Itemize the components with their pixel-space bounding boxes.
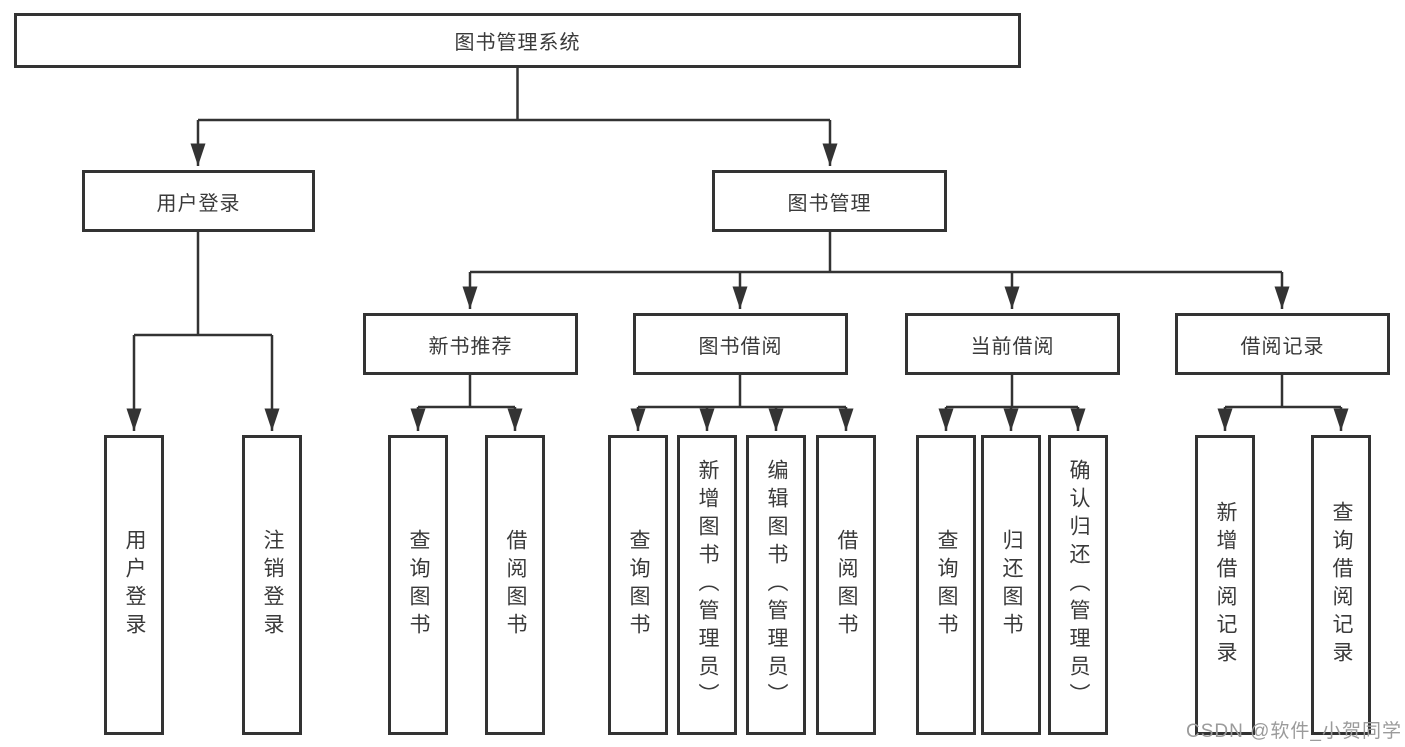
leaf-query-books-current: 查询图书 xyxy=(916,435,976,735)
leaf-label: 用户登录 xyxy=(123,529,146,641)
leaf-label: 查询图书 xyxy=(407,529,430,641)
connector-current-stem xyxy=(946,375,1078,409)
leaf-query-borrow-record: 查询借阅记录 xyxy=(1311,435,1371,735)
node-new-book-recommend: 新书推荐 xyxy=(363,313,578,375)
node-label: 图书管理系统 xyxy=(454,32,581,54)
leaf-label: 归还图书 xyxy=(1000,529,1023,641)
leaf-borrow-books-recommend: 借阅图书 xyxy=(485,435,545,735)
connector-records-stem xyxy=(1225,375,1341,409)
node-user-login: 用户登录 xyxy=(82,170,315,232)
leaf-confirm-return-admin: 确认归还（管理员） xyxy=(1048,435,1108,735)
node-label: 用户登录 xyxy=(156,192,241,215)
node-book-management: 图书管理 xyxy=(712,170,947,232)
leaf-label: 查询借阅记录 xyxy=(1330,501,1353,669)
node-library-system: 图书管理系统 xyxy=(14,13,1021,68)
leaf-query-books-borrow: 查询图书 xyxy=(608,435,668,735)
connector-login-stem xyxy=(134,232,272,337)
leaf-label: 新增图书（管理员） xyxy=(696,459,719,711)
leaf-return-books: 归还图书 xyxy=(981,435,1041,735)
leaf-borrow-books: 借阅图书 xyxy=(816,435,876,735)
leaf-query-books-recommend: 查询图书 xyxy=(388,435,448,735)
leaf-edit-books-admin: 编辑图书（管理员） xyxy=(746,435,806,735)
watermark: CSDN @软件_小贺同学 xyxy=(1186,721,1402,742)
leaf-user-login: 用户登录 xyxy=(104,435,164,735)
node-label: 借阅记录 xyxy=(1240,335,1325,358)
leaf-label: 查询图书 xyxy=(627,529,650,641)
leaf-label: 借阅图书 xyxy=(504,529,527,641)
node-label: 新书推荐 xyxy=(428,335,513,358)
leaf-add-books-admin: 新增图书（管理员） xyxy=(677,435,737,735)
leaf-label: 确认归还（管理员） xyxy=(1067,459,1090,711)
leaf-label: 编辑图书（管理员） xyxy=(765,459,788,711)
node-label: 图书借阅 xyxy=(698,335,783,358)
connector-root-stem xyxy=(198,68,830,122)
leaf-add-borrow-record: 新增借阅记录 xyxy=(1195,435,1255,735)
connector-borrow-stem xyxy=(638,375,846,409)
connector-recommend-stem xyxy=(418,375,515,409)
leaf-label: 新增借阅记录 xyxy=(1214,501,1237,669)
node-current-borrowing: 当前借阅 xyxy=(905,313,1120,375)
connector-mgmt-stem xyxy=(470,232,1282,274)
node-book-borrowing: 图书借阅 xyxy=(633,313,848,375)
leaf-label: 注销登录 xyxy=(261,529,284,641)
leaf-logout: 注销登录 xyxy=(242,435,302,735)
node-borrow-records: 借阅记录 xyxy=(1175,313,1390,375)
node-label: 图书管理 xyxy=(787,192,872,215)
node-label: 当前借阅 xyxy=(970,335,1055,358)
leaf-label: 查询图书 xyxy=(935,529,958,641)
leaf-label: 借阅图书 xyxy=(835,529,858,641)
